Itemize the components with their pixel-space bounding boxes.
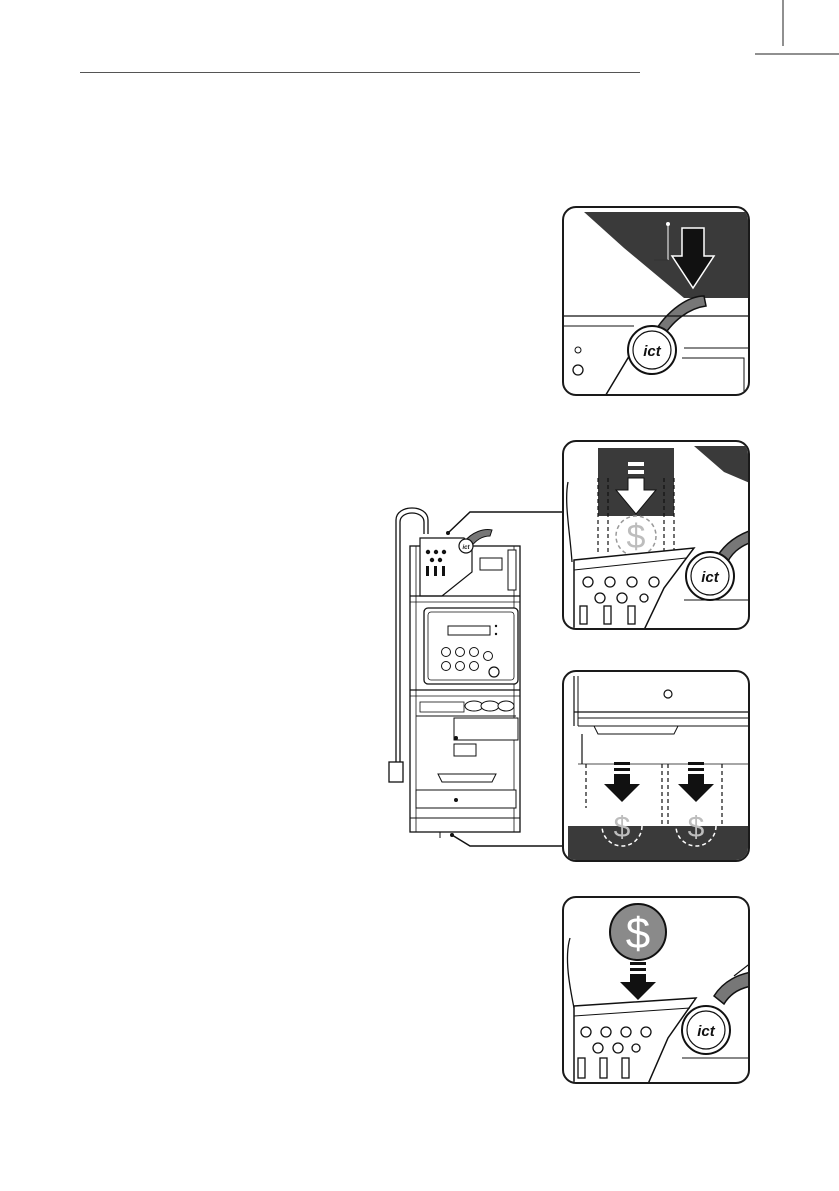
ict-logo: ict xyxy=(643,343,662,360)
detail-panel-insert-coin: $ ict xyxy=(562,440,750,630)
coin-dollar-symbol: $ xyxy=(627,518,646,556)
display-screen xyxy=(448,626,490,635)
coin-drop-arrow-icon xyxy=(620,962,656,1000)
ict-logo: ict xyxy=(697,1023,716,1040)
detail-panel-coin-exit: $ $ xyxy=(562,670,750,862)
coin-exit-arrows-icon xyxy=(604,762,714,802)
ict-logo: ict xyxy=(701,569,720,586)
cable-connector xyxy=(389,762,403,782)
coin-dollar-symbol: $ xyxy=(688,811,705,844)
coin-dollar-symbol: $ xyxy=(614,811,631,844)
coin-mechanism-illustration: ict xyxy=(380,500,530,845)
detail-panel-press-lever: ict xyxy=(562,206,750,396)
svg-text:ict: ict xyxy=(462,545,470,551)
coin-dollar-symbol: $ xyxy=(626,909,650,958)
header-rule xyxy=(80,72,640,73)
detail-panel-coin-drop: $ ict xyxy=(562,896,750,1084)
